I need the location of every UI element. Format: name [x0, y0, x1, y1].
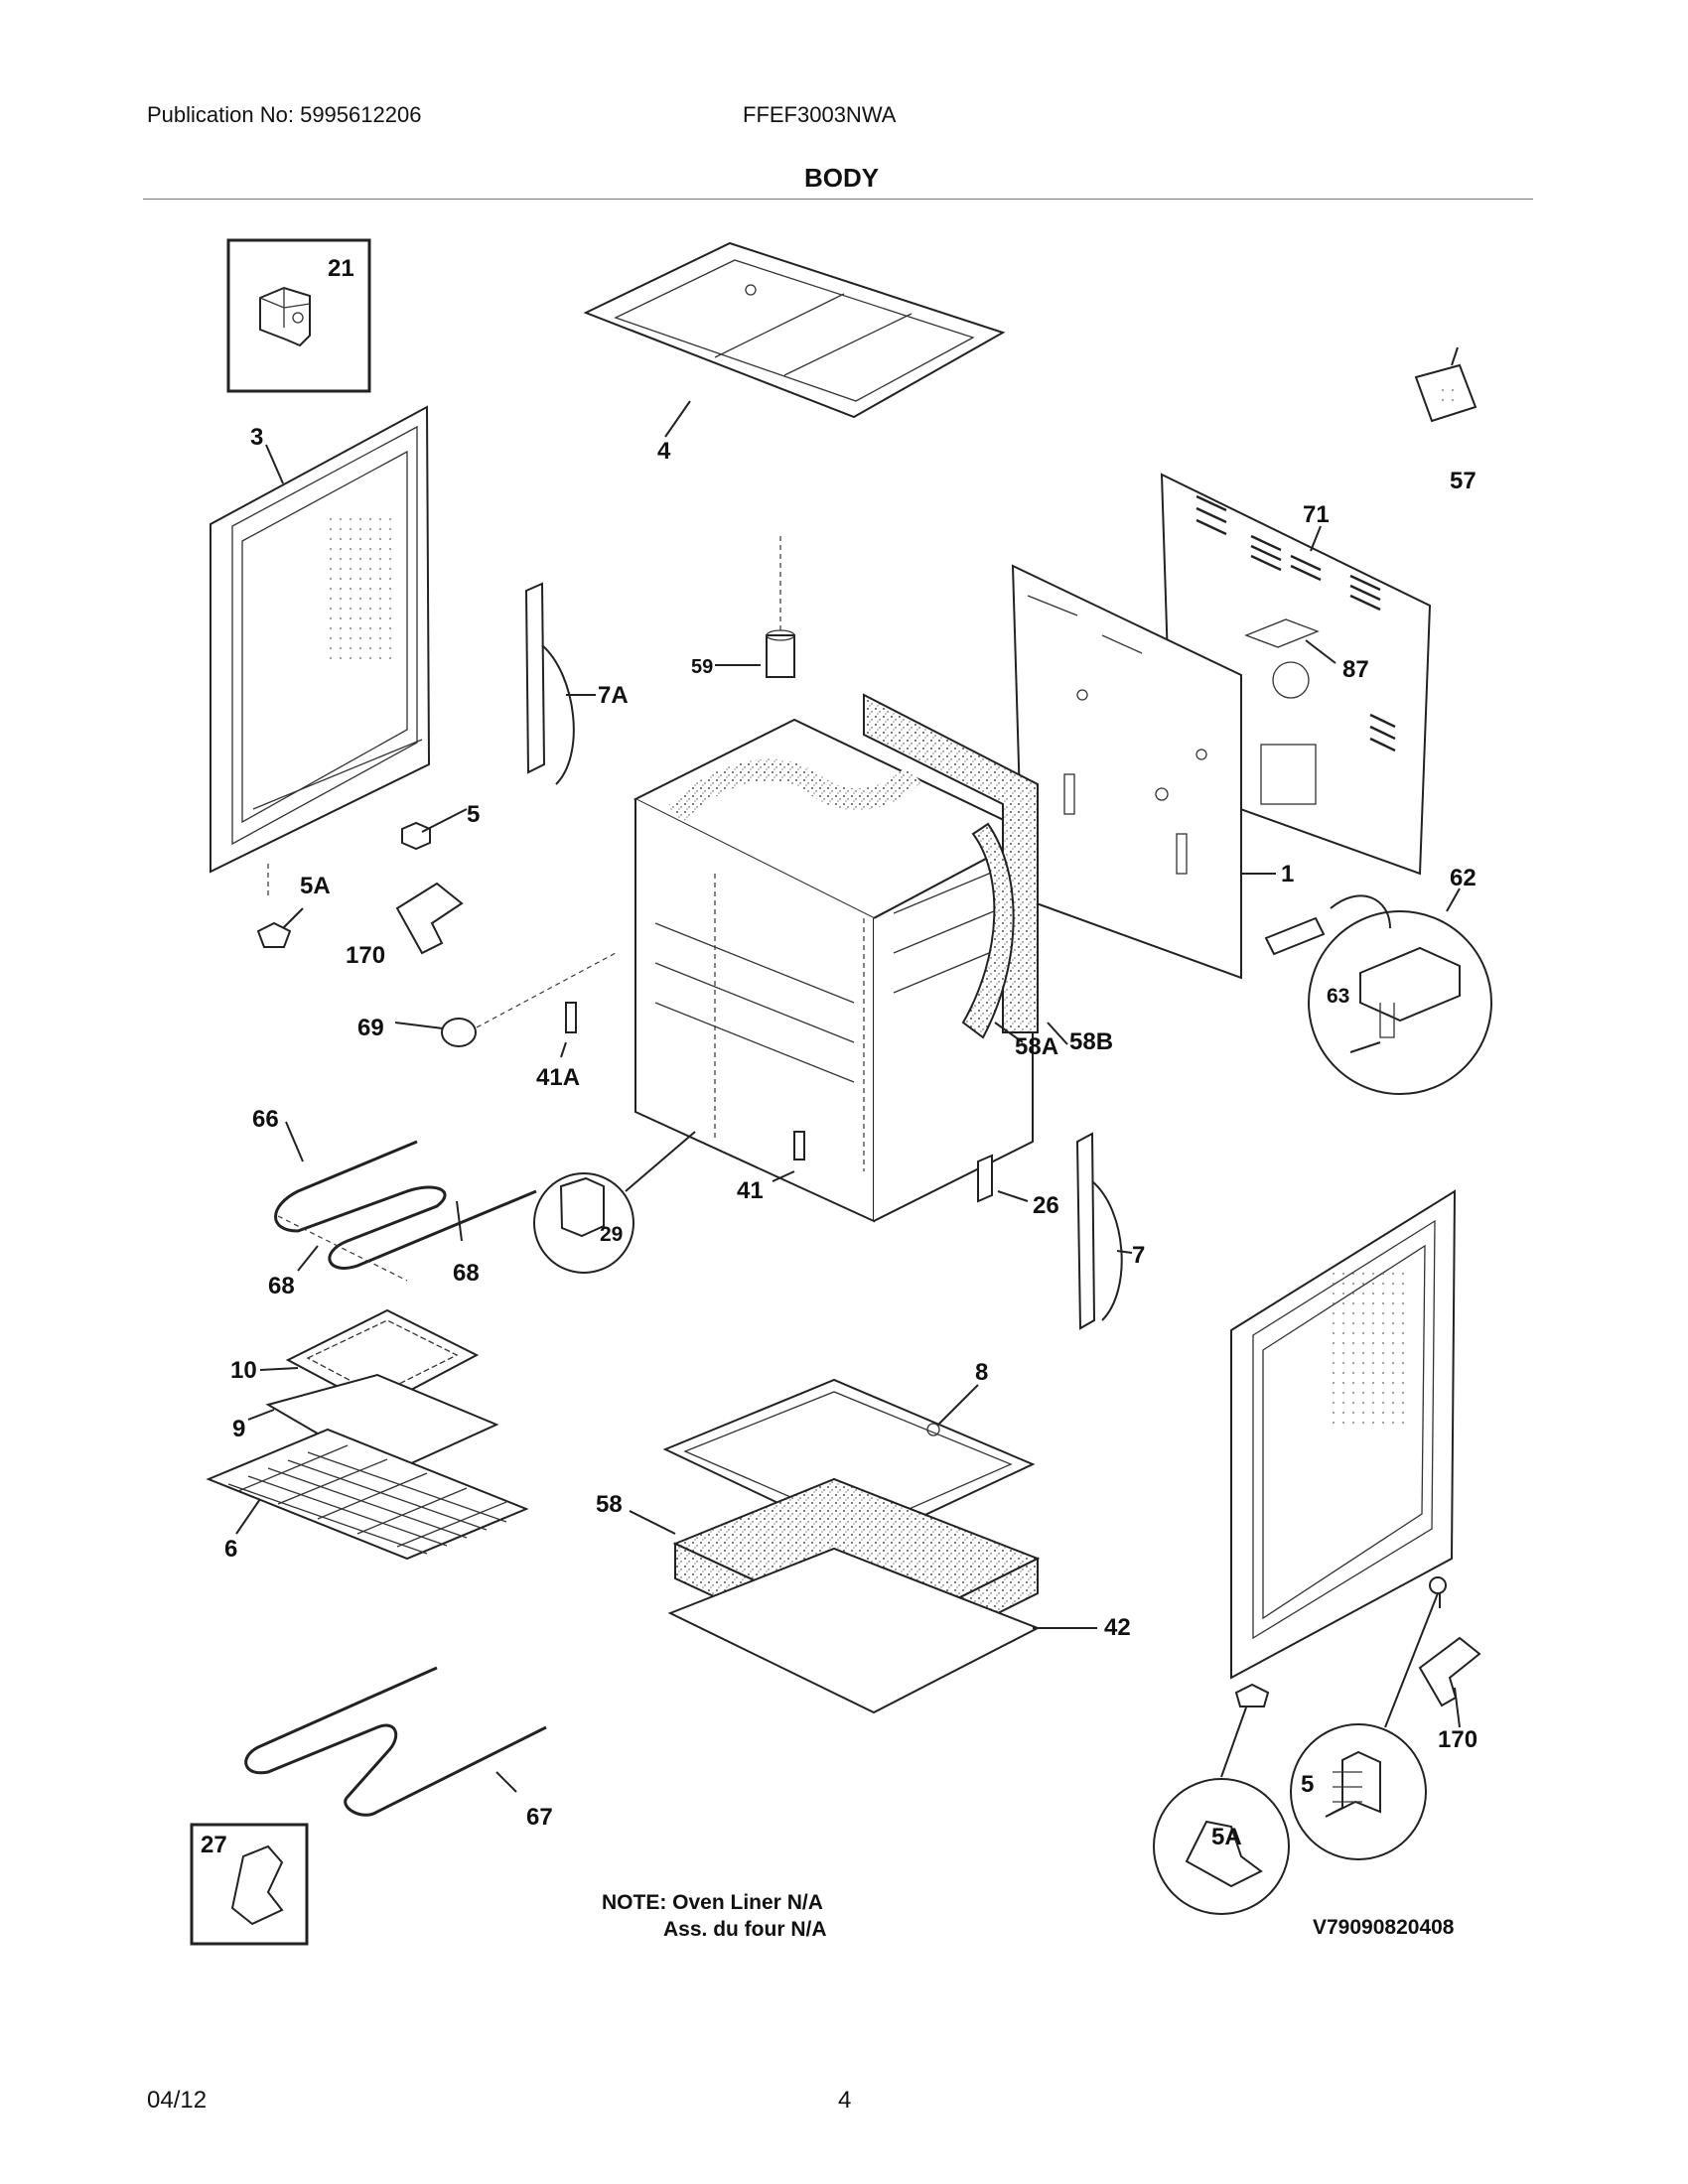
callout-5: 5 [467, 801, 480, 828]
callout-59: 59 [691, 656, 713, 678]
callout-29: 29 [600, 1223, 623, 1246]
part-69 [394, 952, 617, 1047]
callout-87: 87 [1342, 656, 1369, 683]
callout-5-right: 5 [1301, 1771, 1314, 1798]
callout-10: 10 [230, 1357, 257, 1384]
callout-27: 27 [201, 1832, 227, 1858]
callout-4: 4 [657, 438, 671, 465]
callout-9: 9 [232, 1416, 245, 1442]
callout-5A: 5A [300, 873, 331, 899]
right-side-panel [1230, 1189, 1457, 1680]
part-67-element [244, 1666, 547, 1817]
footer-page-number: 4 [838, 2087, 852, 2114]
callout-41: 41 [737, 1177, 764, 1204]
callout-170-right: 170 [1438, 1726, 1477, 1753]
part-4-top-panel [583, 241, 1006, 438]
part-170-5-5A-right [1153, 1576, 1481, 1915]
part-26 [977, 1154, 1029, 1203]
publication-number: Publication No: 5995612206 [147, 102, 422, 127]
callout-170: 170 [346, 942, 385, 969]
part-62-inset [1264, 887, 1492, 1095]
part-58A-58B-insulation [863, 693, 1068, 1045]
part-21-inset [226, 238, 371, 393]
callout-26: 26 [1033, 1192, 1059, 1219]
callout-63: 63 [1327, 985, 1349, 1008]
callout-42: 42 [1104, 1614, 1131, 1641]
callout-1: 1 [1281, 861, 1294, 887]
callout-58A: 58A [1015, 1033, 1058, 1060]
part-7A-hinge [524, 582, 596, 785]
callout-69: 69 [357, 1015, 384, 1041]
part-29-inset [533, 1131, 696, 1274]
callout-62: 62 [1450, 865, 1477, 891]
callout-58: 58 [596, 1491, 623, 1518]
callout-7A: 7A [598, 682, 629, 709]
page-title: BODY [804, 163, 880, 193]
note-line-1: NOTE: Oven Liner N/A [602, 1891, 823, 1914]
note-line-2: Ass. du four N/A [663, 1918, 827, 1941]
model-number: FFEF3003NWA [743, 102, 897, 127]
callout-58B: 58B [1069, 1028, 1113, 1055]
part-41A [560, 1002, 577, 1058]
callout-21: 21 [328, 255, 354, 282]
part-6-oven-rack [206, 1428, 529, 1561]
callout-8: 8 [975, 1359, 988, 1386]
callout-3: 3 [250, 424, 263, 451]
callout-67: 67 [526, 1804, 553, 1831]
part-66-element [274, 1121, 537, 1270]
callout-68-right: 68 [453, 1260, 480, 1287]
callout-7: 7 [1132, 1242, 1145, 1269]
part-59 [715, 536, 795, 678]
part-41 [772, 1131, 805, 1182]
oven-cavity [633, 718, 1036, 1223]
part-57 [1414, 346, 1477, 423]
part-5-5A-170-left [256, 808, 468, 955]
part-3-left-side-panel [210, 405, 431, 898]
drawing-code: V79090820408 [1313, 1916, 1455, 1939]
part-27-inset [190, 1823, 309, 1946]
callout-71: 71 [1303, 501, 1330, 528]
part-7-hinge [1075, 1132, 1133, 1330]
footer-date: 04/12 [147, 2087, 208, 2114]
callout-6: 6 [224, 1536, 237, 1563]
callout-57: 57 [1450, 468, 1477, 494]
part-42-bottom-plate [667, 1547, 1097, 1714]
callout-5A-right: 5A [1211, 1824, 1242, 1850]
header-divider [143, 199, 1533, 200]
callout-41A: 41A [536, 1064, 580, 1091]
callout-66: 66 [252, 1106, 279, 1133]
callout-68-left: 68 [268, 1273, 295, 1299]
part-68-wires [277, 1200, 463, 1282]
